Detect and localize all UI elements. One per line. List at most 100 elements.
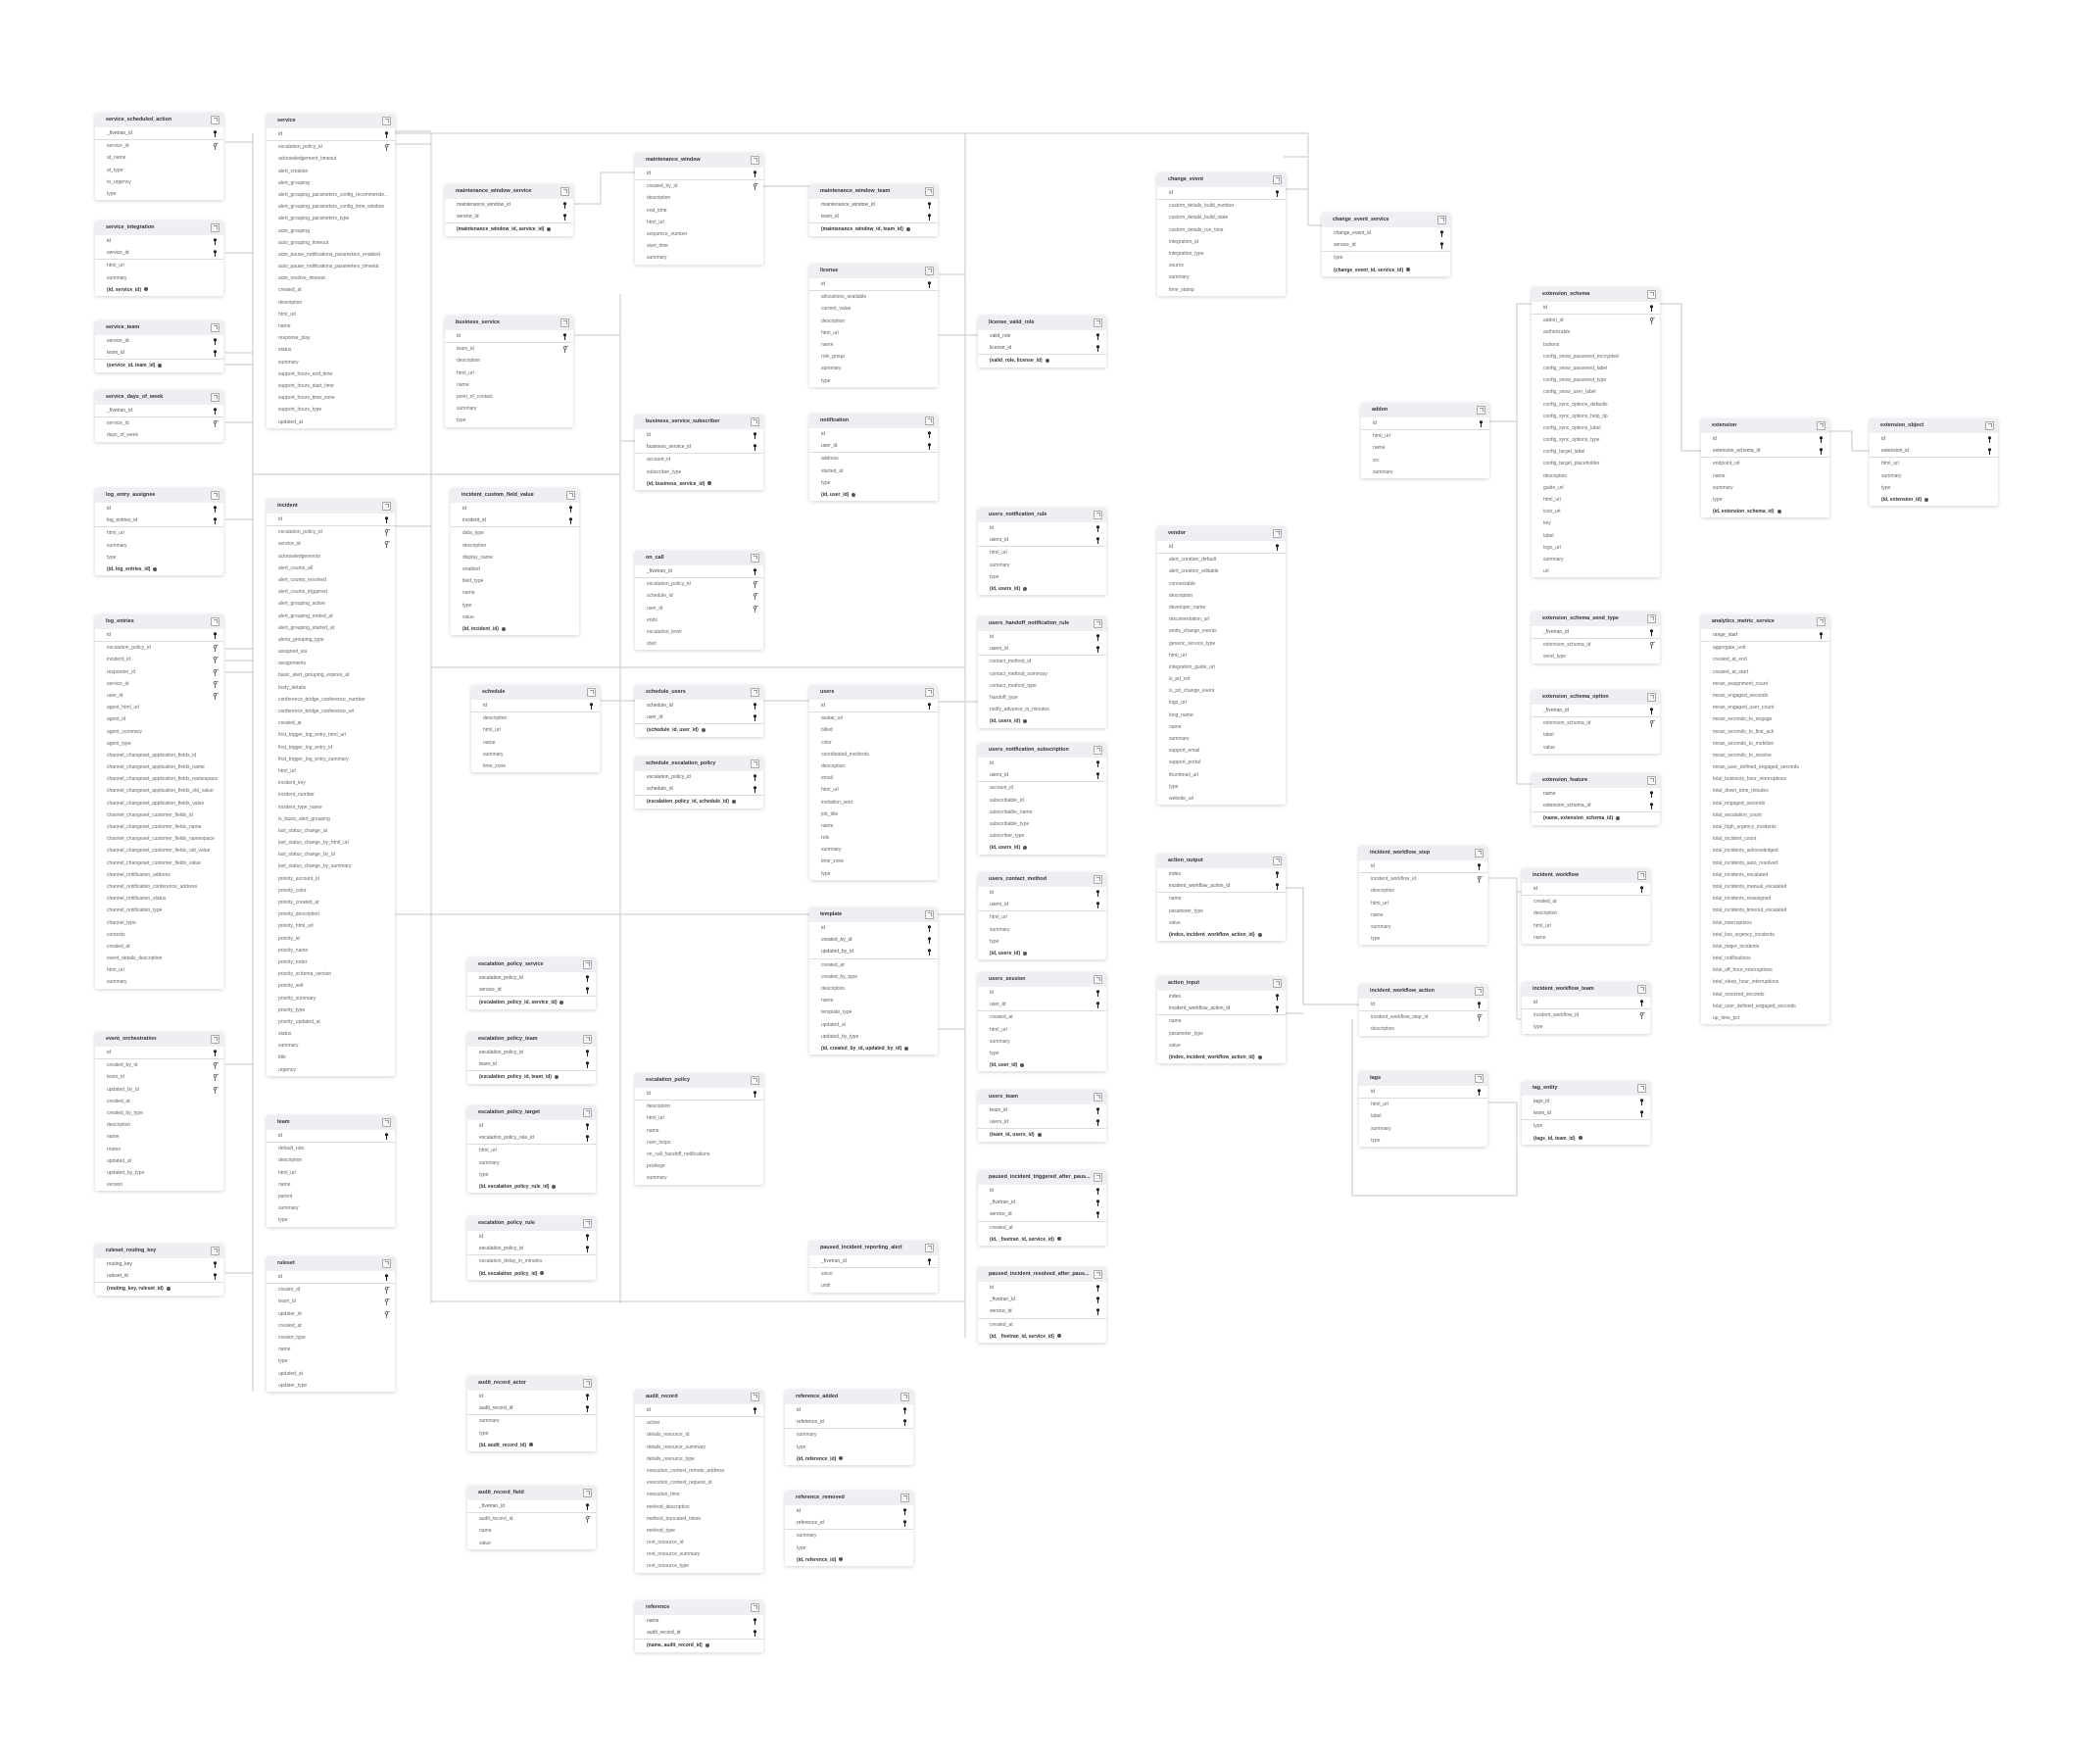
table-header[interactable]: ruleset [267, 1256, 395, 1271]
table-header[interactable]: extension_schema_option [1532, 690, 1660, 705]
open-table-icon[interactable] [1094, 511, 1102, 519]
open-table-icon[interactable] [1094, 975, 1102, 984]
open-table-icon[interactable] [1273, 857, 1282, 865]
table-header[interactable]: extension_schema [1532, 287, 1660, 302]
open-table-icon[interactable] [751, 156, 759, 165]
table-header[interactable]: log_entry_assignee [95, 488, 223, 503]
table-header[interactable]: users_notification_rule [978, 508, 1106, 522]
table-header[interactable]: extension_feature [1532, 773, 1660, 788]
table-header[interactable]: incident_workflow_step [1359, 846, 1487, 860]
open-table-icon[interactable] [751, 554, 759, 563]
open-table-icon[interactable] [1817, 617, 1825, 626]
table-header[interactable]: users_session [978, 972, 1106, 987]
open-table-icon[interactable] [583, 1379, 592, 1388]
table-header[interactable]: paused_incident_reporting_alert [809, 1241, 938, 1255]
open-table-icon[interactable] [1094, 746, 1102, 755]
open-table-icon[interactable] [211, 617, 219, 626]
table-header[interactable]: extension_schema_send_type [1532, 612, 1660, 626]
open-table-icon[interactable] [1477, 406, 1485, 415]
open-table-icon[interactable] [1094, 875, 1102, 884]
open-table-icon[interactable] [1637, 1084, 1646, 1093]
open-table-icon[interactable] [925, 1244, 934, 1252]
open-table-icon[interactable] [1985, 421, 1994, 430]
table-header[interactable]: ruleset_routing_key [95, 1244, 223, 1258]
table-header[interactable]: change_event [1157, 172, 1286, 187]
table-header[interactable]: business_service_subscriber [635, 415, 763, 429]
table-header[interactable]: extension [1701, 418, 1829, 433]
open-table-icon[interactable] [751, 1393, 759, 1401]
open-table-icon[interactable] [1647, 614, 1656, 623]
open-table-icon[interactable] [211, 491, 219, 500]
open-table-icon[interactable] [1637, 985, 1646, 994]
table-header[interactable]: users_contact_method [978, 872, 1106, 887]
table-header[interactable]: team [267, 1115, 395, 1130]
table-header[interactable]: incident_workflow [1522, 868, 1650, 883]
table-header[interactable]: maintenance_window_team [809, 184, 938, 199]
table-header[interactable]: action_input [1157, 976, 1286, 991]
table-header[interactable]: users [809, 685, 938, 700]
open-table-icon[interactable] [925, 910, 934, 919]
table-header[interactable]: incident_workflow_action [1359, 984, 1487, 999]
table-header[interactable]: vendor [1157, 526, 1286, 541]
table-header[interactable]: schedule [471, 685, 600, 700]
open-table-icon[interactable] [382, 502, 391, 511]
open-table-icon[interactable] [1475, 849, 1484, 858]
table-header[interactable]: log_entries [95, 614, 223, 629]
open-table-icon[interactable] [925, 267, 934, 275]
open-table-icon[interactable] [751, 1603, 759, 1612]
table-header[interactable]: escalation_policy_rule [467, 1216, 596, 1231]
table-header[interactable]: tag_entity [1522, 1081, 1650, 1096]
open-table-icon[interactable] [1817, 421, 1825, 430]
open-table-icon[interactable] [583, 960, 592, 969]
open-table-icon[interactable] [211, 116, 219, 124]
table-header[interactable]: action_output [1157, 854, 1286, 868]
table-header[interactable]: service_integration [95, 220, 223, 235]
open-table-icon[interactable] [1637, 871, 1646, 880]
table-header[interactable]: reference_added [785, 1390, 913, 1404]
table-header[interactable]: audit_record_actor [467, 1376, 596, 1391]
open-table-icon[interactable] [925, 416, 934, 425]
table-header[interactable]: users_notification_subscription [978, 743, 1106, 758]
table-header[interactable]: escalation_policy_service [467, 957, 596, 972]
table-header[interactable]: users_handoff_notification_rule [978, 616, 1106, 631]
open-table-icon[interactable] [583, 1219, 592, 1228]
open-table-icon[interactable] [382, 1259, 391, 1268]
open-table-icon[interactable] [382, 117, 391, 125]
table-header[interactable]: service [267, 114, 395, 128]
open-table-icon[interactable] [1273, 175, 1282, 184]
